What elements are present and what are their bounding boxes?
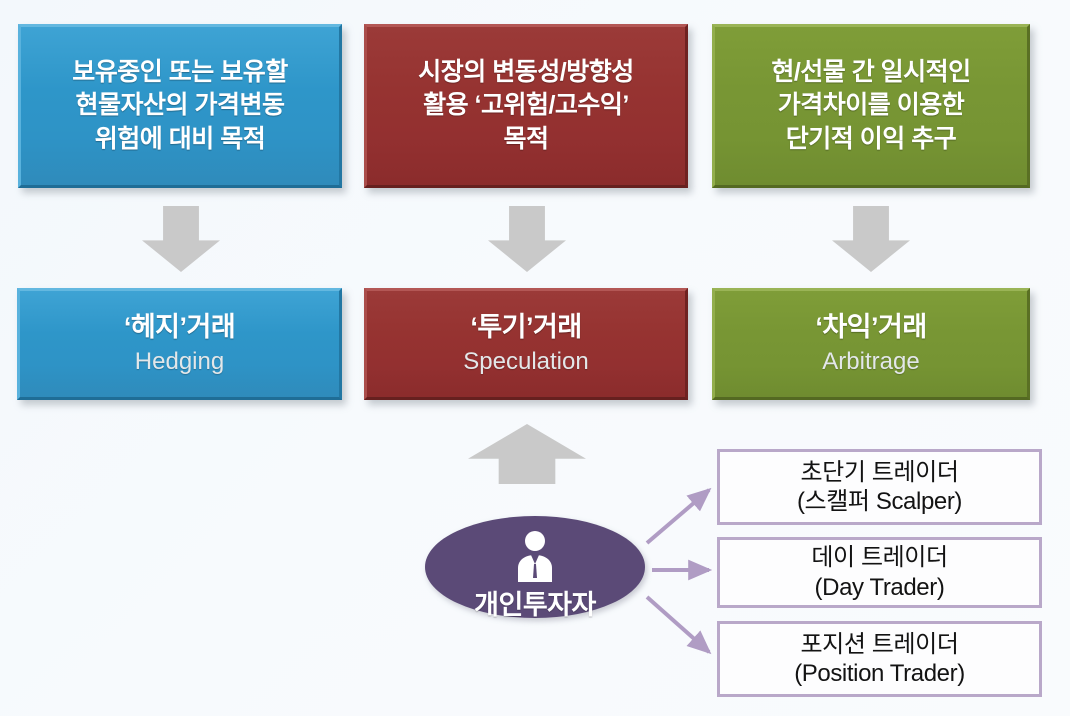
arrow-down-icon-hedging — [142, 206, 220, 272]
type-box-arbitrage: ‘차익’거래 Arbitrage — [712, 288, 1030, 400]
trader-box-day-trader-line1: 데이 트레이더 — [811, 544, 948, 572]
type-box-arbitrage-korean: ‘차익’거래 — [815, 312, 927, 343]
purpose-box-hedging: 보유중인 또는 보유할 현물자산의 가격변동 위험에 대비 목적 — [18, 24, 342, 188]
trader-box-scalper-line2: (스캘퍼 Scalper) — [796, 488, 963, 515]
purpose-box-hedging-text: 보유중인 또는 보유할 현물자산의 가격변동 위험에 대비 목적 — [72, 58, 288, 153]
trader-box-position-trader: 포지션 트레이더 (Position Trader) — [717, 621, 1042, 697]
type-box-speculation-korean: ‘투기’거래 — [470, 312, 582, 343]
purpose-box-arbitrage-text: 현/선물 간 일시적인 가격차이를 이용한 단기적 이익 추구 — [771, 58, 971, 153]
purpose-box-speculation: 시장의 변동성/방향성 활용 ‘고위험/고수익’ 목적 — [364, 24, 688, 188]
type-box-hedging: ‘헤지’거래 Hedging — [17, 288, 342, 400]
type-box-hedging-korean: ‘헤지’거래 — [123, 312, 236, 343]
trader-box-position-trader-line2: (Position Trader) — [794, 660, 965, 687]
investor-node: 개인투자자 — [425, 516, 645, 620]
arrow-up-icon-to-speculation — [468, 424, 586, 484]
trader-box-day-trader: 데이 트레이더 (Day Trader) — [717, 537, 1042, 608]
type-box-speculation: ‘투기’거래 Speculation — [364, 288, 688, 400]
trader-box-day-trader-line2: (Day Trader) — [814, 573, 945, 601]
type-box-arbitrage-english: Arbitrage — [822, 347, 920, 375]
purpose-box-speculation-text: 시장의 변동성/방향성 활용 ‘고위험/고수익’ 목적 — [418, 58, 634, 153]
purpose-box-arbitrage: 현/선물 간 일시적인 가격차이를 이용한 단기적 이익 추구 — [712, 24, 1030, 188]
connector-to-position-trader — [645, 595, 712, 655]
arrow-down-icon-speculation — [488, 206, 566, 272]
person-in-suit-icon — [512, 530, 558, 582]
type-box-hedging-english: Hedging — [134, 347, 225, 375]
connector-to-scalper — [645, 487, 712, 545]
trader-box-scalper-line1: 초단기 트레이더 — [800, 458, 959, 486]
investor-label: 개인투자자 — [474, 590, 596, 620]
type-box-speculation-english: Speculation — [463, 347, 589, 375]
trader-box-scalper: 초단기 트레이더 (스캘퍼 Scalper) — [717, 449, 1042, 525]
trader-box-position-trader-line1: 포지션 트레이더 — [800, 630, 959, 658]
arrow-down-icon-arbitrage — [832, 206, 910, 272]
